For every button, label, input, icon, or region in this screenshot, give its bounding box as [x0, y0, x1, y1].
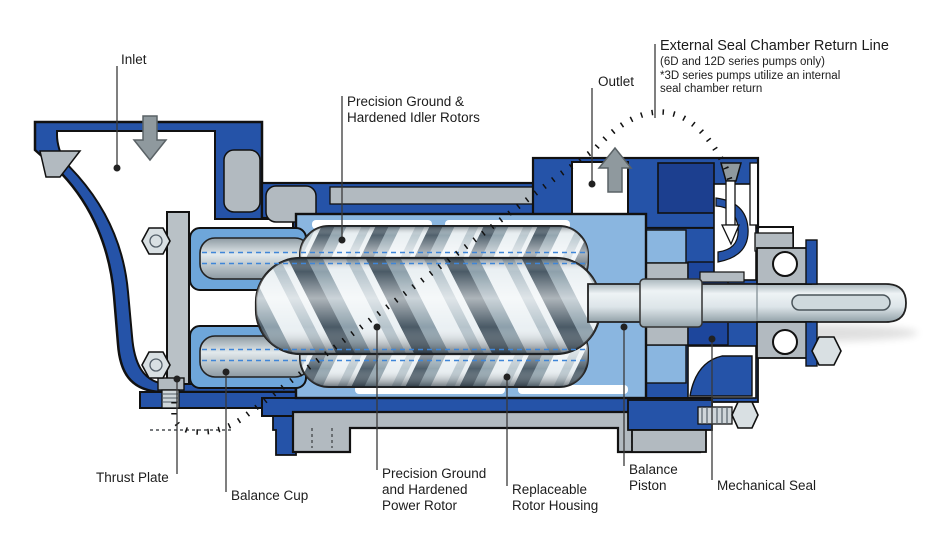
label-balance-piston: Balance Piston [629, 462, 678, 494]
label-power-rotor: Precision Ground and Hardened Power Roto… [382, 466, 487, 514]
outlet-flow-up-arrow-icon [597, 146, 633, 193]
power-rotor-screw [254, 256, 602, 356]
label-outlet: Outlet [598, 74, 635, 89]
leader-lines [116, 44, 713, 492]
hex-nut [811, 336, 842, 366]
label-external-return-title: External Seal Chamber Return Line [660, 38, 889, 54]
top-liner-gray [329, 186, 534, 205]
leader-dots [113, 164, 716, 383]
label-mechanical-seal: Mechanical Seal [717, 478, 817, 493]
keyway [791, 294, 891, 311]
label-balance-cup: Balance Cup [231, 488, 309, 503]
label-thrust-plate: Thrust Plate [96, 470, 169, 485]
casing-liner-wedge [39, 150, 82, 178]
casing-inset-top [223, 149, 261, 213]
hex-bolt-top [141, 227, 171, 255]
ball-bearing [756, 239, 842, 367]
centerlines [202, 251, 586, 362]
label-idler-rotors: Precision Ground & Hardened Idler Rotors [347, 94, 480, 126]
label-external-return-note: (6D and 12D series pumps only) *3D serie… [660, 56, 841, 96]
hidden-lines [150, 428, 655, 448]
seal-chamber-block [657, 162, 715, 214]
base-feet [139, 391, 759, 456]
label-inlet: Inlet [121, 52, 147, 67]
inlet-flow-down-arrow-icon [132, 115, 168, 162]
hex-bolt-bottom [141, 351, 171, 379]
stud-bolt [697, 401, 759, 429]
label-rotor-housing: Replaceable Rotor Housing [512, 482, 599, 514]
mid-housing-top [260, 181, 537, 223]
drive-shaft [587, 278, 907, 328]
